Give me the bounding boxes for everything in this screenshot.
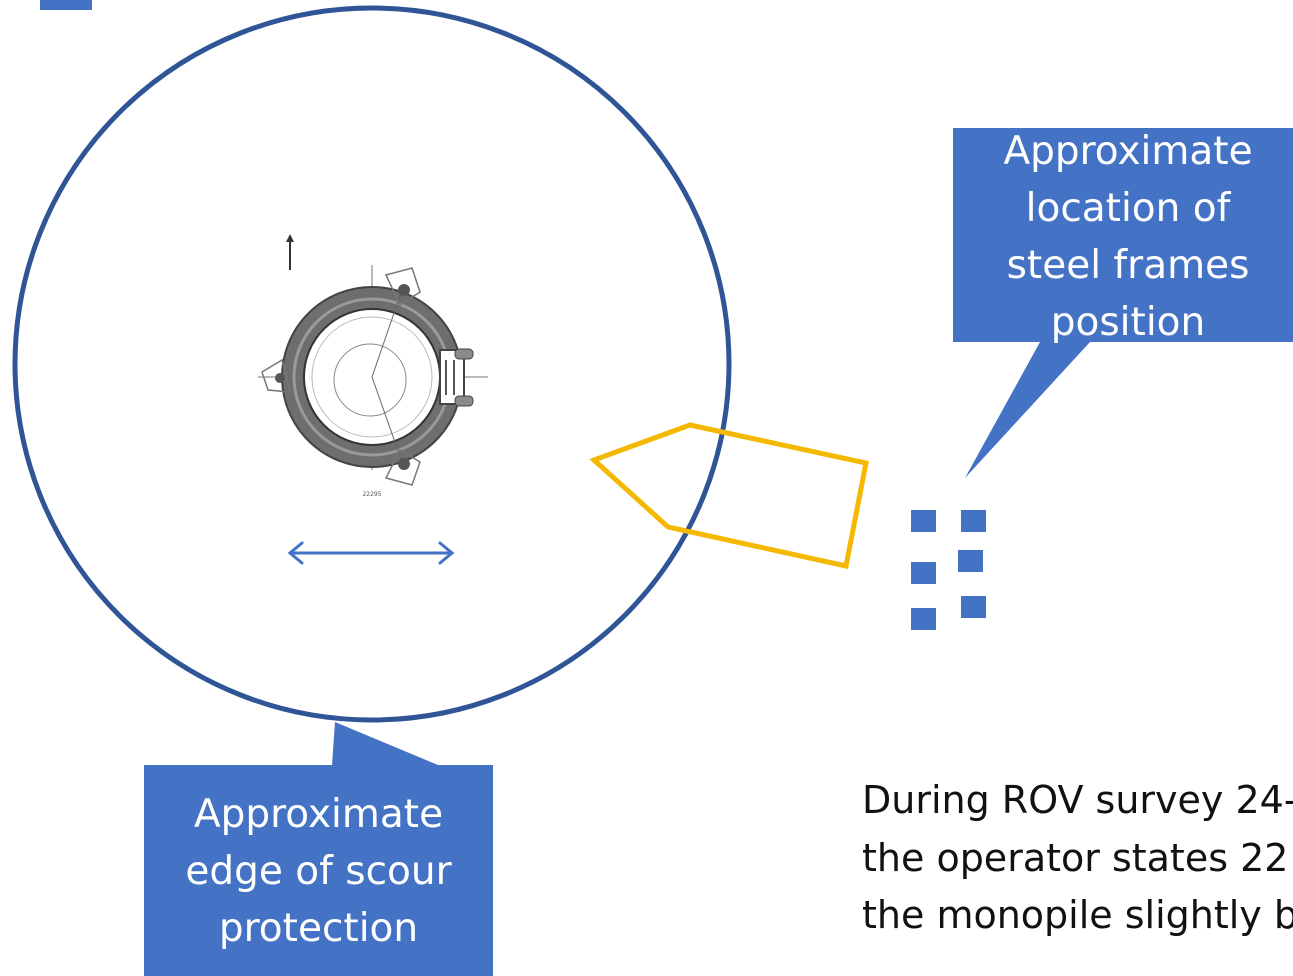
survey-note-line: the operator states 22 [862,836,1289,880]
steel-frames-group [911,510,986,630]
steel-frame-square [911,562,936,584]
steel-frame-square [961,596,986,618]
north-arrow-icon [286,234,294,270]
double-headed-arrow-icon [287,541,455,565]
scour-edge-callout-shape [144,722,493,976]
drawing-label: 22295 [362,491,381,498]
steel-frame-square [958,550,983,572]
scour-protection-circle [12,5,732,723]
corner-marker [40,0,92,10]
steel-frame-square [961,510,986,532]
steel-frames-callout-text: Approximate location of steel frames pos… [1003,129,1253,345]
frames-footprint-outline [589,422,869,569]
steel-frame-square [911,510,936,532]
survey-note-line: the monopile slightly b [862,893,1293,937]
survey-note-line: During ROV survey 24- [862,778,1293,822]
steel-frame-square [911,608,936,630]
steel-frames-callout-shape [953,128,1293,478]
monopile-drawing [258,265,488,486]
scour-edge-callout-text: Approximate edge of scour protection [185,792,452,951]
